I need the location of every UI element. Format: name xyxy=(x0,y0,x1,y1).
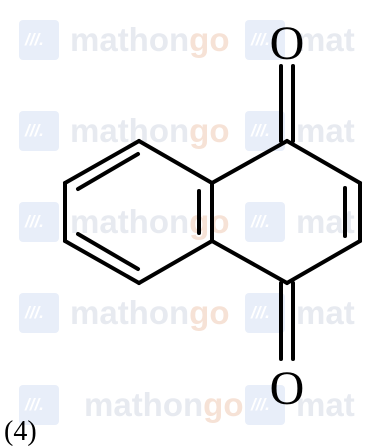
watermark-logo-icon: ///. xyxy=(19,385,59,425)
watermark-logo-icon: ///. xyxy=(245,20,285,60)
bond-ring-b-upper-right xyxy=(285,139,362,185)
bond-ring-a-inner-upper-left xyxy=(76,152,140,191)
watermark-text: mathongo xyxy=(84,386,244,423)
watermark-logo-icon: ///. xyxy=(19,20,59,60)
watermark-logo-icon: ///. xyxy=(245,293,285,333)
watermark-text: mathongo xyxy=(70,21,230,58)
bond-ring-a-bottom xyxy=(137,239,214,285)
watermark-logo-icon: ///. xyxy=(19,293,59,333)
watermark-logo-icon: ///. xyxy=(245,111,285,151)
svg-text:///.: ///. xyxy=(24,212,44,231)
bond-ring-b-upper-left xyxy=(210,139,289,185)
svg-text:///.: ///. xyxy=(250,303,270,322)
watermark-row-3: ///. mathongo ///. mat xyxy=(19,202,355,242)
bond-ring-a-inner-lower-left xyxy=(76,232,140,271)
bond-ring-a-lower-left xyxy=(63,239,141,285)
watermark-row-5: ///. mathongo ///. mat xyxy=(19,385,355,425)
watermark-text-clipped: mat xyxy=(296,294,355,331)
watermark-text-clipped: mat xyxy=(296,112,355,149)
svg-text:///.: ///. xyxy=(24,121,44,140)
bond-ring-b-lower-right xyxy=(285,239,362,285)
watermark-text-clipped: mat xyxy=(296,21,355,58)
watermark-row-4: ///. mathongo ///. mat xyxy=(19,293,355,333)
svg-text:///.: ///. xyxy=(250,395,270,414)
watermark-layer: ///. mathongo ///. mat ///. mathongo ///… xyxy=(19,20,355,425)
svg-text:///.: ///. xyxy=(250,212,270,231)
watermark-row-1: ///. mathongo ///. mat xyxy=(19,20,355,60)
watermark-text: mathongo xyxy=(70,112,230,149)
oxygen-atom-bottom: O xyxy=(270,362,305,415)
svg-text:///.: ///. xyxy=(250,121,270,140)
bond-ring-a-top xyxy=(137,139,214,185)
svg-text:///.: ///. xyxy=(24,395,44,414)
molecule-structure xyxy=(63,64,362,361)
watermark-text: mathongo xyxy=(70,203,230,240)
option-label: (4) xyxy=(4,416,37,446)
svg-text:///.: ///. xyxy=(24,303,44,322)
oxygen-atom-top: O xyxy=(270,17,305,70)
watermark-row-2: ///. mathongo ///. mat xyxy=(19,111,355,151)
bond-ring-a-upper-left xyxy=(63,139,141,185)
svg-text:///.: ///. xyxy=(24,30,44,49)
watermark-logo-icon: ///. xyxy=(245,202,285,242)
watermark-text-clipped: mat xyxy=(296,386,355,423)
watermark-text: mathongo xyxy=(70,294,230,331)
watermark-logo-icon: ///. xyxy=(19,111,59,151)
svg-text:///.: ///. xyxy=(250,30,270,49)
bond-ring-b-lower-left xyxy=(210,239,289,285)
watermark-logo-icon: ///. xyxy=(245,385,285,425)
watermark-logo-icon: ///. xyxy=(19,202,59,242)
